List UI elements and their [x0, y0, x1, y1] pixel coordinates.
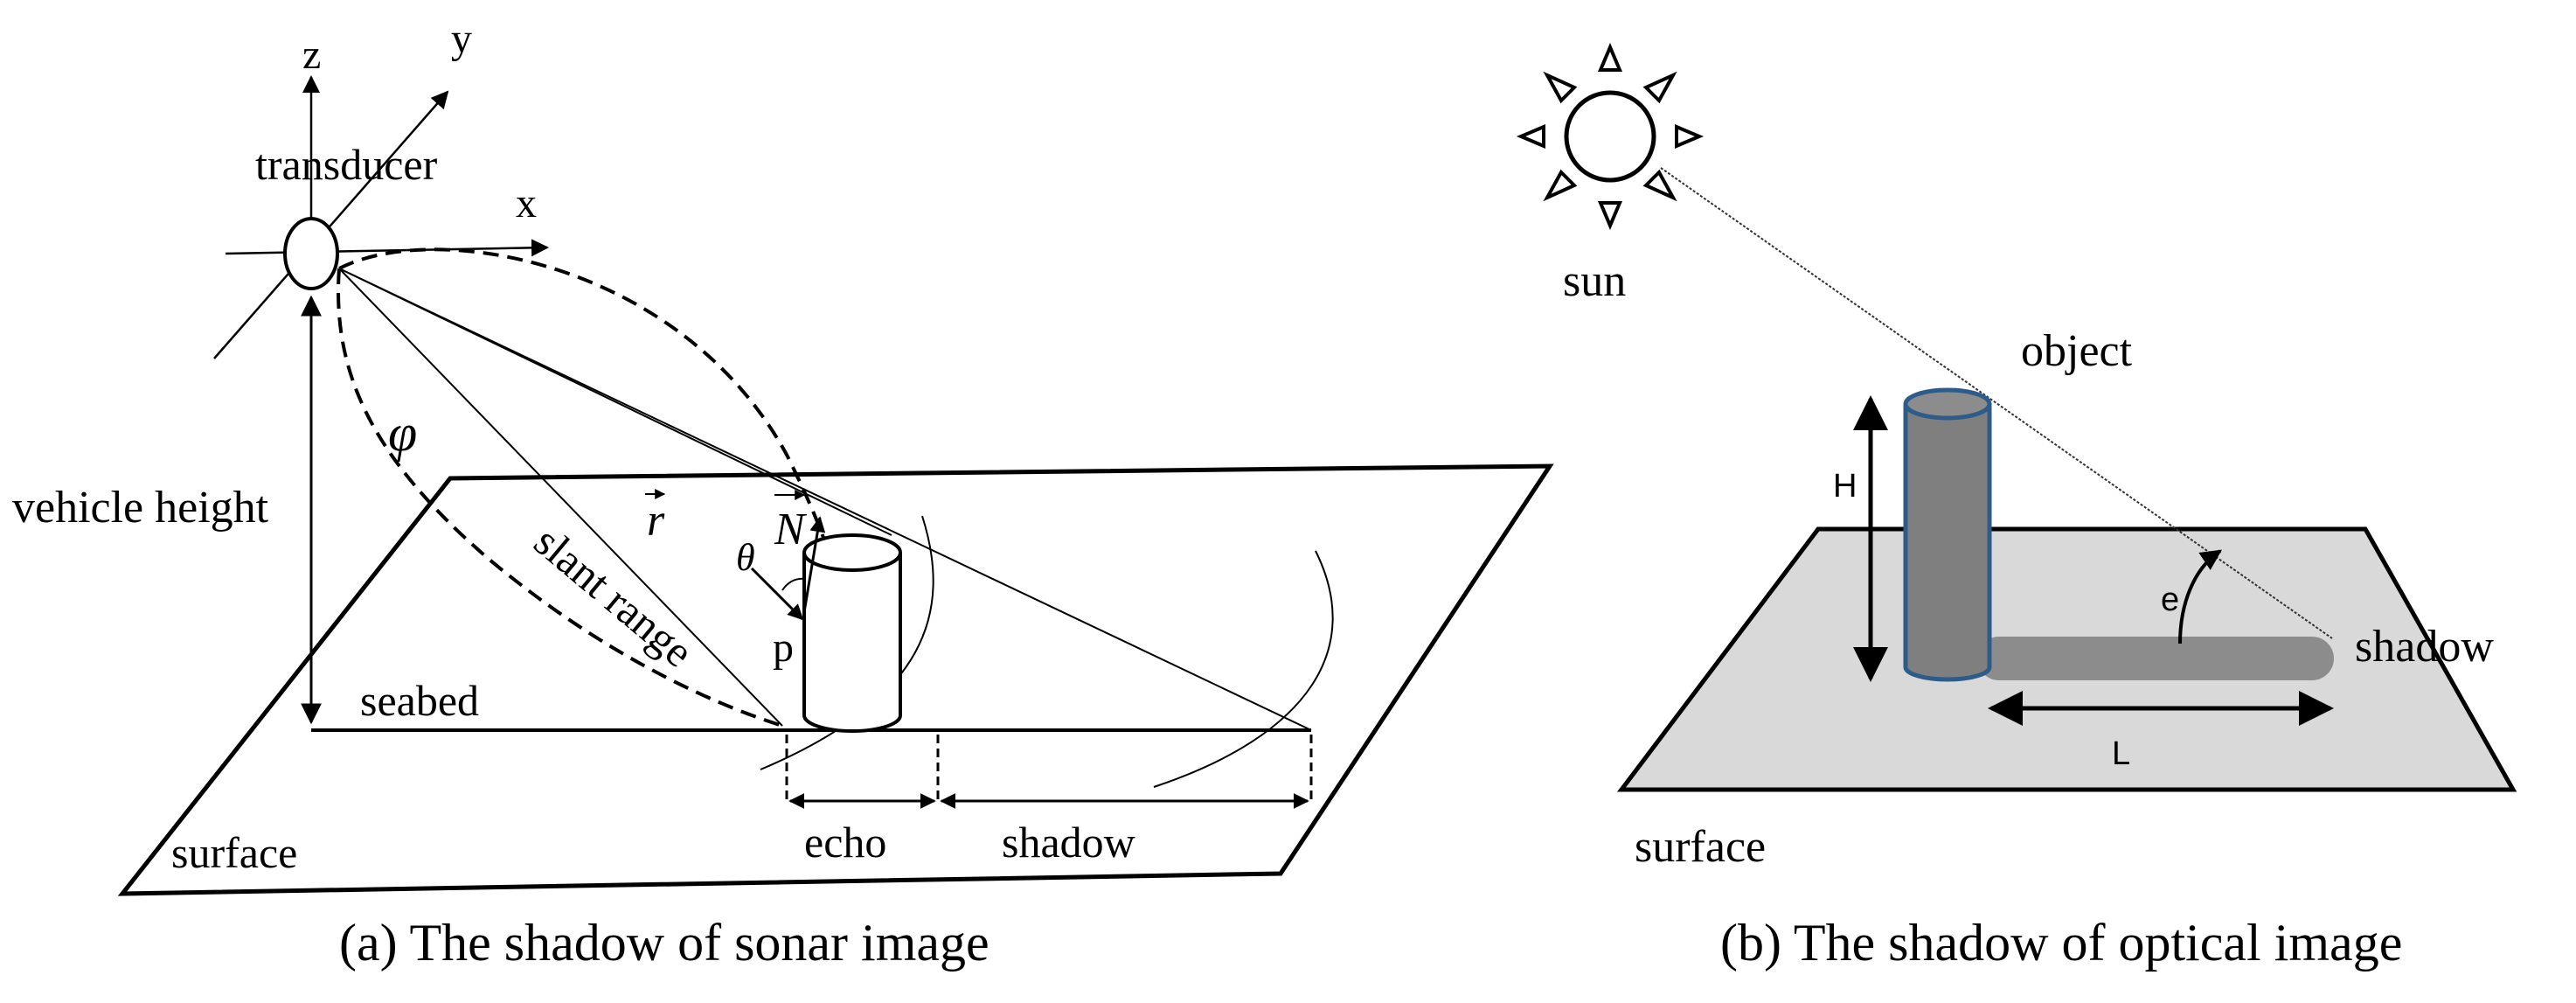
y-axis-label: y — [451, 16, 472, 62]
r-vector — [750, 567, 804, 621]
object-cylinder — [1903, 404, 1992, 682]
cylinder-top — [802, 533, 902, 572]
p-label: p — [773, 624, 794, 671]
beam-ray — [338, 268, 1312, 731]
object-top — [1903, 387, 1992, 421]
slant-range-label: slant range — [525, 517, 703, 677]
vehicle-height-label: vehicle height — [12, 483, 269, 533]
phi-label: φ — [388, 404, 417, 462]
theta-label: θ — [736, 536, 755, 579]
transducer-label: transducer — [255, 140, 438, 189]
normal-vector — [802, 516, 826, 613]
r-vector-label: r — [647, 496, 665, 546]
length-label: L — [2112, 735, 2130, 772]
range-arc — [760, 515, 934, 770]
elevation-arc — [2178, 549, 2222, 644]
range-arc — [1153, 550, 1334, 788]
x-axis — [225, 239, 549, 257]
surface-label: surface — [1635, 822, 1766, 872]
seabed-label: seabed — [360, 676, 479, 725]
panel-b-optical-diagram: sun object H e shadow L surface (b) The … — [1516, 42, 2517, 972]
sun-label: sun — [1563, 256, 1626, 306]
echo-label: echo — [804, 818, 886, 867]
cylinder-object — [802, 553, 902, 733]
sun-icon — [1516, 42, 1705, 231]
surface-plane — [117, 463, 1554, 896]
y-axis — [213, 90, 449, 359]
n-vector-label: N — [774, 505, 808, 554]
panel-a-caption: (a) The shadow of sonar image — [339, 914, 989, 972]
object-shadow — [1977, 637, 2334, 680]
height-label: H — [1833, 468, 1857, 505]
x-axis-label: x — [516, 180, 537, 226]
z-axis-label: z — [302, 31, 321, 78]
object-label: object — [2021, 326, 2133, 376]
shadow-label: shadow — [2355, 622, 2494, 672]
shadow-label: shadow — [1002, 818, 1135, 867]
panel-b-caption: (b) The shadow of optical image — [1720, 914, 2402, 972]
panel-a-sonar-diagram: z y x transducer vehicle height φ slant … — [12, 16, 1554, 972]
theta-arc — [781, 577, 807, 591]
transducer-icon — [283, 217, 339, 290]
surface-label: surface — [171, 828, 297, 877]
elevation-label: e — [2161, 582, 2179, 618]
beam-ray — [338, 268, 783, 727]
